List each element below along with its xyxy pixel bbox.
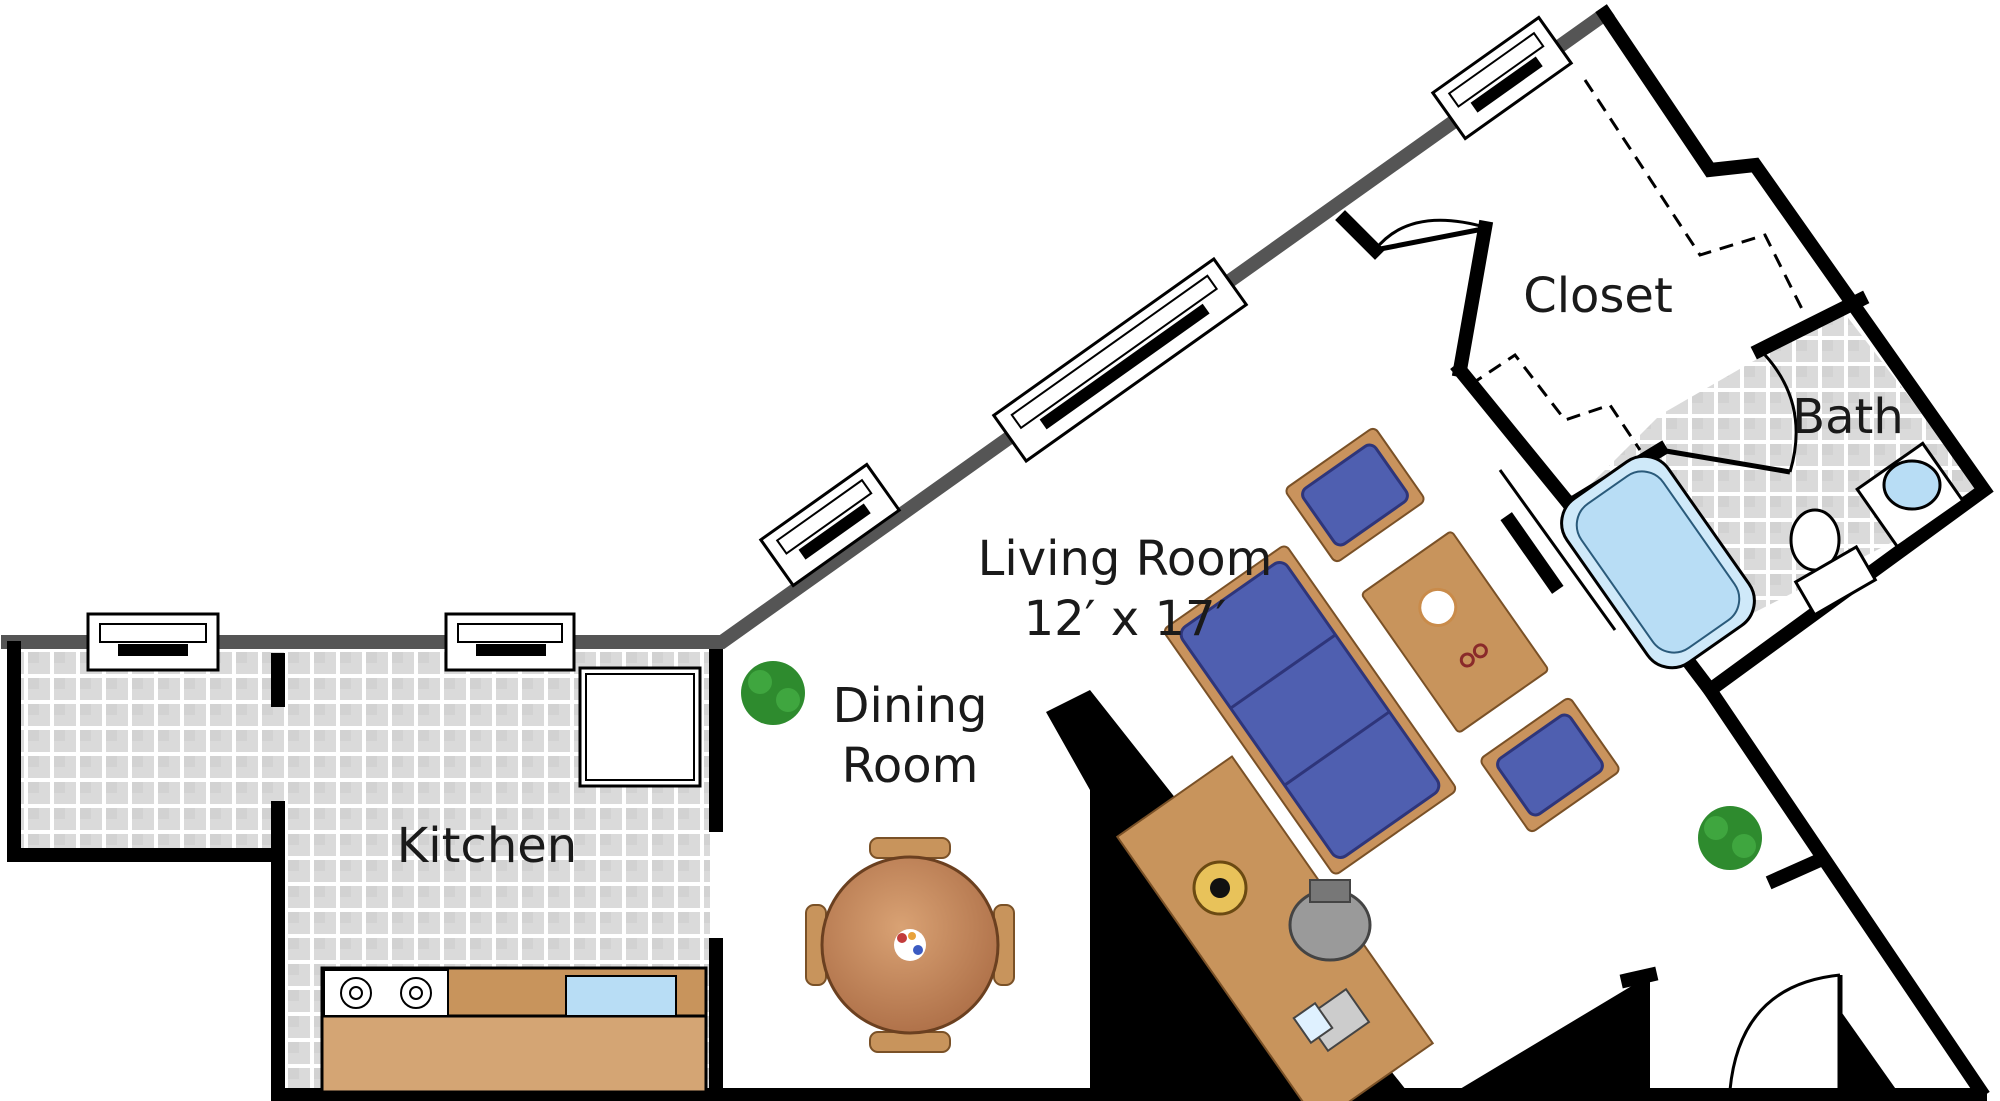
entry-wedge [1450,975,1650,1095]
coffee-table-icon [1361,531,1549,733]
stove-icon [323,969,449,1017]
kitchen-label: Kitchen [397,818,577,874]
sink-icon [1855,441,1965,549]
window-icon [86,612,220,672]
plant-icon [1698,806,1762,870]
armchair-icon [1285,427,1425,563]
closet-shelf [1469,352,1642,451]
living-room-label: Living Room [978,531,1273,587]
dining-room-label-line1: Dining [833,678,988,734]
bathtub-icon [1560,454,1756,670]
closet-label: Closet [1523,268,1673,324]
door-swing-icon [1373,218,1489,253]
entry-corner [1840,1010,1900,1095]
armchair-icon [1480,697,1620,833]
door-swing-icon [1659,353,1798,475]
window-icon [1430,15,1574,141]
sofa-icon [1163,545,1457,875]
sink-icon [565,975,677,1017]
exterior-wall [1,4,1615,649]
plant-icon [741,661,805,725]
dining-table-icon [805,837,1015,1053]
refrigerator-icon [578,666,702,788]
toilet-icon [1789,508,1878,617]
office-chair-icon [1288,879,1372,962]
window-icon [444,612,576,672]
door-swing-icon [1728,973,1843,1091]
tv-icon [1498,469,1617,631]
closet-shelf [1583,79,1807,316]
living-room-dimensions: 12′ x 17′ [1024,591,1227,647]
window-icon [991,256,1249,464]
lamp-icon [1192,860,1248,916]
bath-label: Bath [1792,389,1904,445]
dining-room-label-line2: Room [842,738,979,794]
window-icon [758,462,902,588]
computer-icon [1292,987,1371,1053]
